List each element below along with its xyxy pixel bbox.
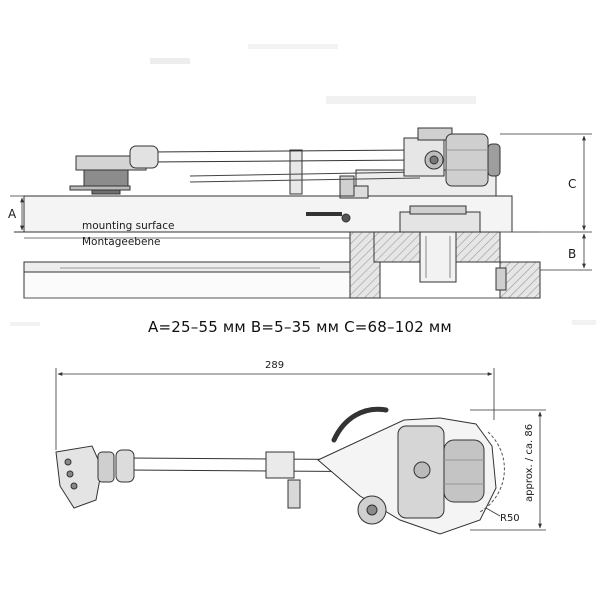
mounting-surface-de-label: Montageebene [82, 236, 161, 248]
dimension-a-label: A [8, 207, 17, 221]
dimension-b [540, 233, 592, 271]
radius-label: R50 [500, 513, 520, 524]
dimension-length-label: 289 [265, 360, 284, 371]
dimension-a [10, 195, 60, 231]
mounting-surface-en-label: mounting surface [82, 220, 174, 232]
lift-lever [289, 149, 303, 195]
dimension-length [55, 368, 495, 450]
dimension-height [470, 409, 546, 531]
dimension-c-label: C [568, 177, 576, 191]
mounting-post [419, 231, 457, 283]
dimension-b-label: B [568, 247, 576, 261]
platter [23, 261, 355, 273]
counterweight [445, 133, 501, 187]
top-radius-arc [479, 431, 505, 513]
dimension-c [500, 133, 592, 233]
top-lift-lever [331, 406, 389, 443]
headshell [69, 145, 159, 195]
dimension-caption: A=25–55 мм B=5–35 мм C=68–102 мм [148, 318, 452, 336]
top-view [55, 406, 505, 535]
bearing-housing [403, 127, 453, 177]
arm-tube [149, 149, 421, 153]
faint-background-marks [10, 44, 596, 326]
top-counterweight [443, 439, 485, 503]
top-headshell [55, 445, 135, 509]
side-view [14, 127, 541, 299]
dimension-height-label: approx. / ca. 86 [524, 424, 535, 502]
